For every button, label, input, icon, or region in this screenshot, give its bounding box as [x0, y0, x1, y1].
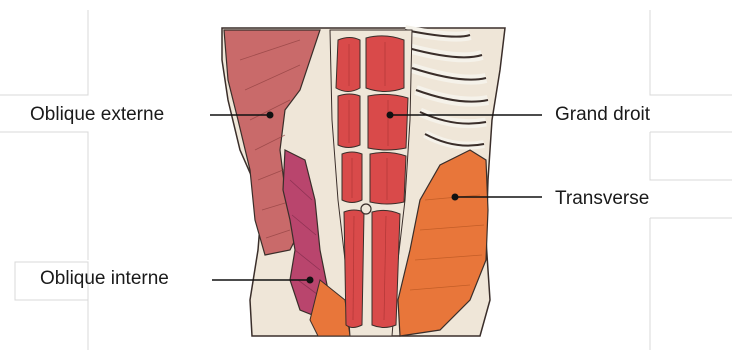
dot-transverse: [452, 194, 459, 201]
dot-oblique-externe: [267, 112, 274, 119]
rectus-right-3: [370, 152, 406, 204]
dot-grand-droit: [387, 112, 394, 119]
label-grand-droit: Grand droit: [555, 104, 650, 126]
grand-droit-muscle: [336, 36, 408, 328]
rectus-left-1: [336, 38, 360, 92]
dot-oblique-interne: [307, 277, 314, 284]
label-oblique-externe: Oblique externe: [30, 104, 164, 126]
label-transverse: Transverse: [555, 188, 649, 210]
label-oblique-interne: Oblique interne: [40, 268, 169, 290]
navel: [361, 204, 371, 214]
